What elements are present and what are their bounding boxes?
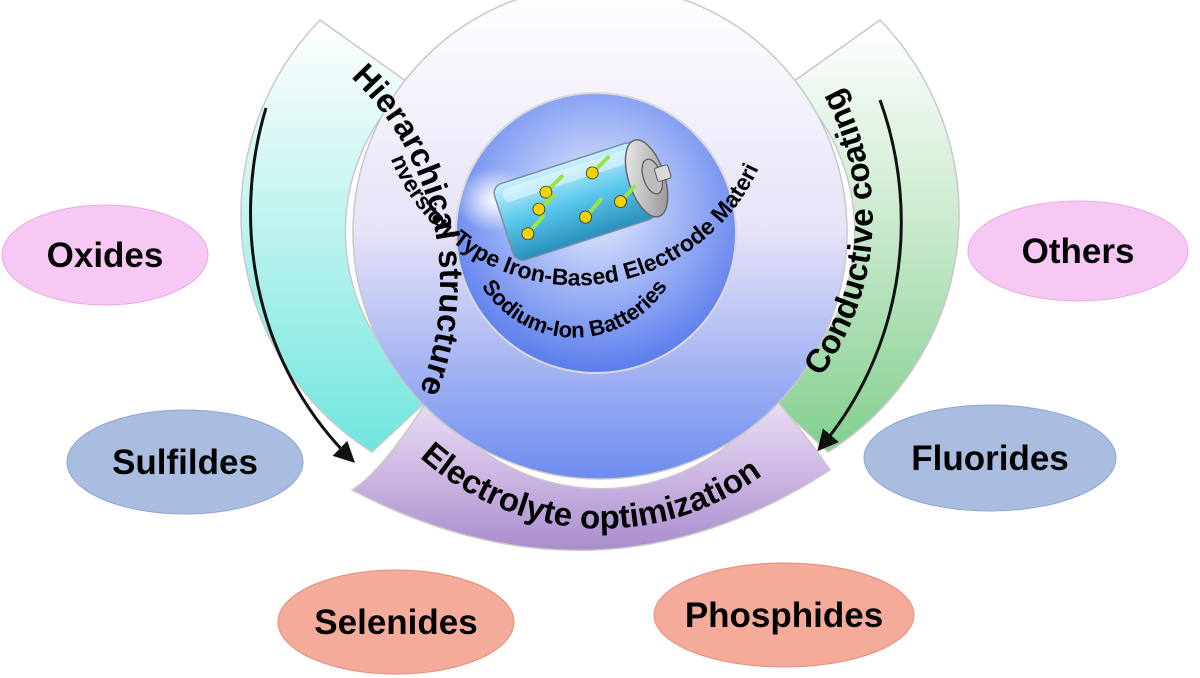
battery-illustration [456,139,672,261]
material-phosphides: Phosphides [653,562,915,668]
material-sulfides: Sulfildes [66,409,304,515]
material-selenides: Selenides [277,569,515,675]
svg-text:Fluorides: Fluorides [911,439,1069,478]
right-flow-arrow [817,99,903,452]
svg-text:Oxides: Oxides [47,236,164,275]
svg-text:Phosphides: Phosphides [685,596,883,635]
material-fluorides: Fluorides [863,404,1117,512]
material-others: Others [967,200,1189,302]
material-oxides: Oxides [1,204,209,306]
svg-text:Selenides: Selenides [314,603,477,642]
sodium-ion-markers [521,155,637,241]
svg-text:Others: Others [1022,232,1135,271]
svg-text:Sulfildes: Sulfildes [112,443,258,482]
left-flow-arrow [249,107,356,463]
hierarchical-structure-band [240,19,434,453]
